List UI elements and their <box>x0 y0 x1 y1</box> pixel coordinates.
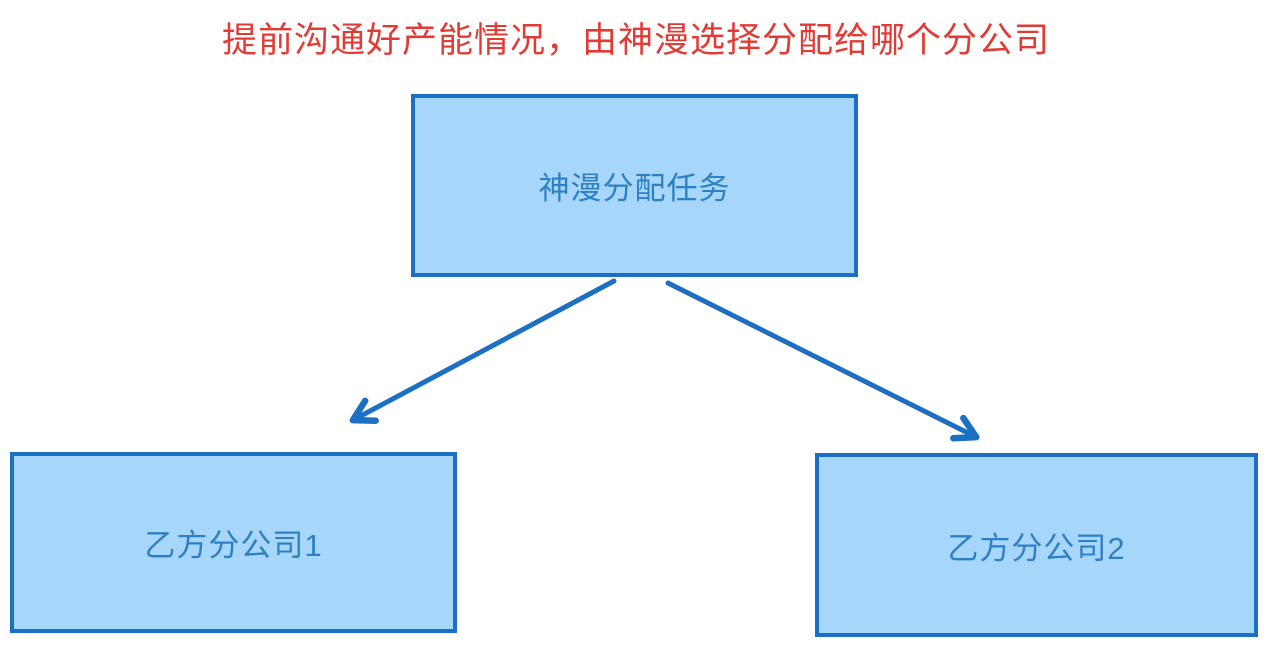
node-shenman-task-label: 神漫分配任务 <box>538 171 731 206</box>
arrow-top-to-branch1 <box>349 278 617 424</box>
node-branch-company-2: 乙方分公司2 <box>815 453 1258 637</box>
node-branch-company-2-label: 乙方分公司2 <box>947 530 1126 566</box>
diagram-title: 提前沟通好产能情况，由神漫选择分配给哪个分公司 <box>221 21 1050 60</box>
node-branch-company-1-label: 乙方分公司1 <box>144 528 323 563</box>
node-shenman-task: 神漫分配任务 <box>411 94 858 277</box>
arrow-top-to-branch2 <box>665 280 980 442</box>
node-branch-company-1: 乙方分公司1 <box>10 452 457 633</box>
